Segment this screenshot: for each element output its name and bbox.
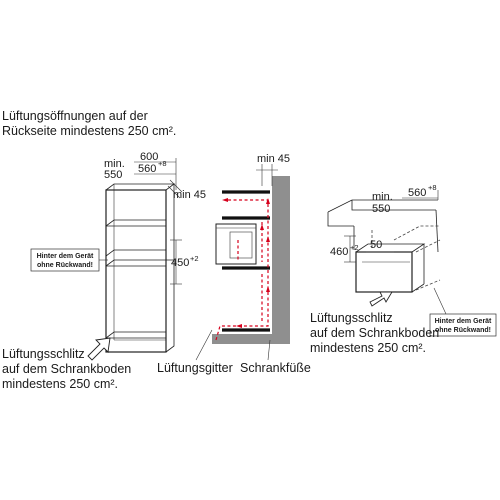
dim-450-sup: +2 bbox=[190, 254, 199, 263]
niche-outline bbox=[327, 199, 441, 293]
right-dim-560-sup: +8 bbox=[428, 183, 437, 192]
top-note-line-2: Rückseite mindestens 250 cm². bbox=[2, 124, 176, 138]
right-bottom-note-line-3: mindestens 250 cm². bbox=[310, 341, 426, 355]
right-dim-560-value: 560 bbox=[408, 187, 426, 199]
left-box-note-line-2: ohne Rückwand! bbox=[37, 262, 93, 269]
cross-section-diagram: min 45 Lüftungsgitter Schrankfüße bbox=[157, 153, 311, 375]
left-bottom-note-line-3: mindestens 250 cm². bbox=[2, 377, 118, 391]
right-dim-50-value: 50 bbox=[370, 239, 382, 251]
right-dim-460-sup: +2 bbox=[350, 243, 359, 252]
right-dim-min-label: min. bbox=[372, 191, 393, 203]
right-airflow-arrow bbox=[369, 291, 393, 307]
right-rear-note-box: Hinter dem Gerät ohne Rückwand! bbox=[429, 287, 497, 337]
label-ventilation-grille: Lüftungsgitter bbox=[157, 361, 233, 375]
dim-450-value: 450 bbox=[171, 257, 189, 269]
dim-550-value: 550 bbox=[104, 169, 122, 181]
left-bottom-note-line-1: Lüftungsschlitz bbox=[2, 347, 85, 361]
right-dim-460-value: 460 bbox=[330, 246, 348, 258]
right-dim-550-value: 550 bbox=[372, 203, 390, 215]
dim-600-value: 600 bbox=[140, 151, 158, 163]
appliance-body bbox=[215, 223, 257, 265]
right-box-note-line-1: Hinter dem Gerät bbox=[435, 318, 492, 325]
tall-cabinet-dimensions: min. 550 600 560 +8 min 45 450 +2 bbox=[104, 151, 206, 285]
left-bottom-note-line-2: auf dem Schrankboden bbox=[2, 362, 131, 376]
dim-560-value: 560 bbox=[138, 163, 156, 175]
right-bottom-note-line-1: Lüftungsschlitz bbox=[310, 311, 393, 325]
right-box-note-line-2: ohne Rückwand! bbox=[435, 327, 491, 334]
top-note-line-1: Lüftungsöffnungen auf der bbox=[2, 109, 148, 123]
label-cabinet-feet: Schrankfüße bbox=[240, 361, 311, 375]
left-rear-note-box: Hinter dem Gerät ohne Rückwand! bbox=[30, 248, 108, 272]
left-box-note-line-1: Hinter dem Gerät bbox=[37, 253, 94, 260]
left-airflow-arrow bbox=[87, 337, 111, 361]
right-bottom-note-line-2: auf dem Schrankboden bbox=[310, 326, 439, 340]
undercounter-diagram: min. 550 560 +8 460 +2 50 Hinter dem Ger… bbox=[310, 183, 497, 355]
rear-wall bbox=[272, 176, 290, 344]
dim-560-sup: +8 bbox=[158, 159, 167, 168]
floor-plinth bbox=[212, 334, 290, 344]
tall-cabinet-diagram: Lüftungsöffnungen auf der Rückseite mind… bbox=[2, 109, 206, 391]
mid-dim-min45: min 45 bbox=[257, 153, 290, 165]
dim-min45: min 45 bbox=[173, 189, 206, 201]
dim-min-label: min. bbox=[104, 158, 125, 170]
tall-cabinet-outline bbox=[105, 183, 176, 353]
